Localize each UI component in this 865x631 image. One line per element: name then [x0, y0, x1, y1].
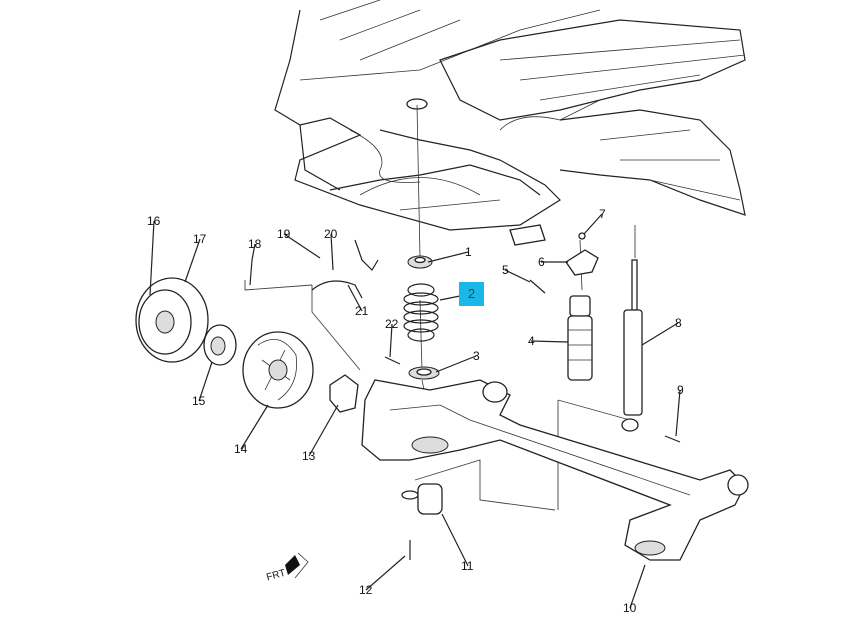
leader-line-2	[439, 295, 461, 301]
leader-line-3	[435, 355, 477, 373]
callout-1[interactable]: 1	[465, 245, 472, 259]
leader-line-19	[283, 233, 321, 259]
leader-line-18	[251, 243, 256, 261]
shock-mount-bracket	[565, 232, 599, 276]
leader-line-13	[308, 404, 339, 457]
coil-spring	[403, 283, 439, 342]
leader-line-12	[365, 555, 406, 591]
callout-16[interactable]: 16	[147, 214, 161, 228]
callout-5[interactable]: 5	[502, 263, 509, 277]
callout-3[interactable]: 3	[473, 349, 480, 363]
brake-backing-plate	[242, 331, 314, 409]
leader-line-14	[240, 404, 269, 450]
highlighted-callout-2[interactable]: 2	[459, 282, 484, 306]
leader-line-22	[389, 323, 393, 358]
callout-4[interactable]: 4	[528, 334, 535, 348]
callout-7[interactable]: 7	[599, 207, 606, 221]
spindle-mount	[329, 374, 359, 413]
callout-14[interactable]: 14	[234, 442, 248, 456]
rear-axle-beam	[361, 379, 749, 561]
leader-line-20	[330, 233, 334, 271]
leader-line-9	[675, 389, 681, 437]
leader-line-8	[641, 322, 679, 346]
lower-spring-insulator	[408, 366, 440, 380]
leader-line-17	[184, 238, 201, 283]
shock-dust-boot	[567, 295, 593, 381]
callout-13[interactable]: 13	[302, 449, 316, 463]
svg-text:FRT: FRT	[265, 568, 286, 584]
shock-absorber	[621, 259, 643, 432]
callout-20[interactable]: 20	[324, 227, 338, 241]
front-indicator: FRT	[265, 552, 309, 584]
callout-12[interactable]: 12	[359, 583, 373, 597]
brake-drum	[135, 277, 209, 363]
leader-line-11	[441, 513, 469, 567]
callout-19[interactable]: 19	[277, 227, 291, 241]
leader-line-5	[504, 269, 531, 283]
upper-spring-insulator	[407, 255, 433, 269]
callout-9[interactable]: 9	[677, 383, 684, 397]
leader-line-10	[629, 564, 646, 609]
callout-6[interactable]: 6	[538, 255, 545, 269]
callout-11[interactable]: 11	[461, 559, 474, 573]
leader-line-1	[427, 251, 469, 263]
leader-line-21	[347, 284, 363, 312]
leader-line-16	[149, 220, 155, 296]
vehicle-underbody	[274, 0, 746, 246]
callout-17[interactable]: 17	[193, 232, 207, 246]
wheel-hub-bearing	[203, 324, 237, 366]
callout-21[interactable]: 21	[355, 304, 369, 318]
callout-10[interactable]: 10	[623, 601, 637, 615]
callout-label: 2	[467, 286, 476, 301]
callout-22[interactable]: 22	[385, 317, 399, 331]
callout-15[interactable]: 15	[192, 394, 206, 408]
callout-18[interactable]: 18	[248, 237, 262, 251]
callout-8[interactable]: 8	[675, 316, 682, 330]
brake-hose	[311, 239, 379, 299]
axle-bushing	[401, 483, 443, 515]
leader-line-15	[198, 361, 213, 402]
leader-line-7	[583, 213, 603, 235]
leader-line-4	[530, 340, 569, 343]
